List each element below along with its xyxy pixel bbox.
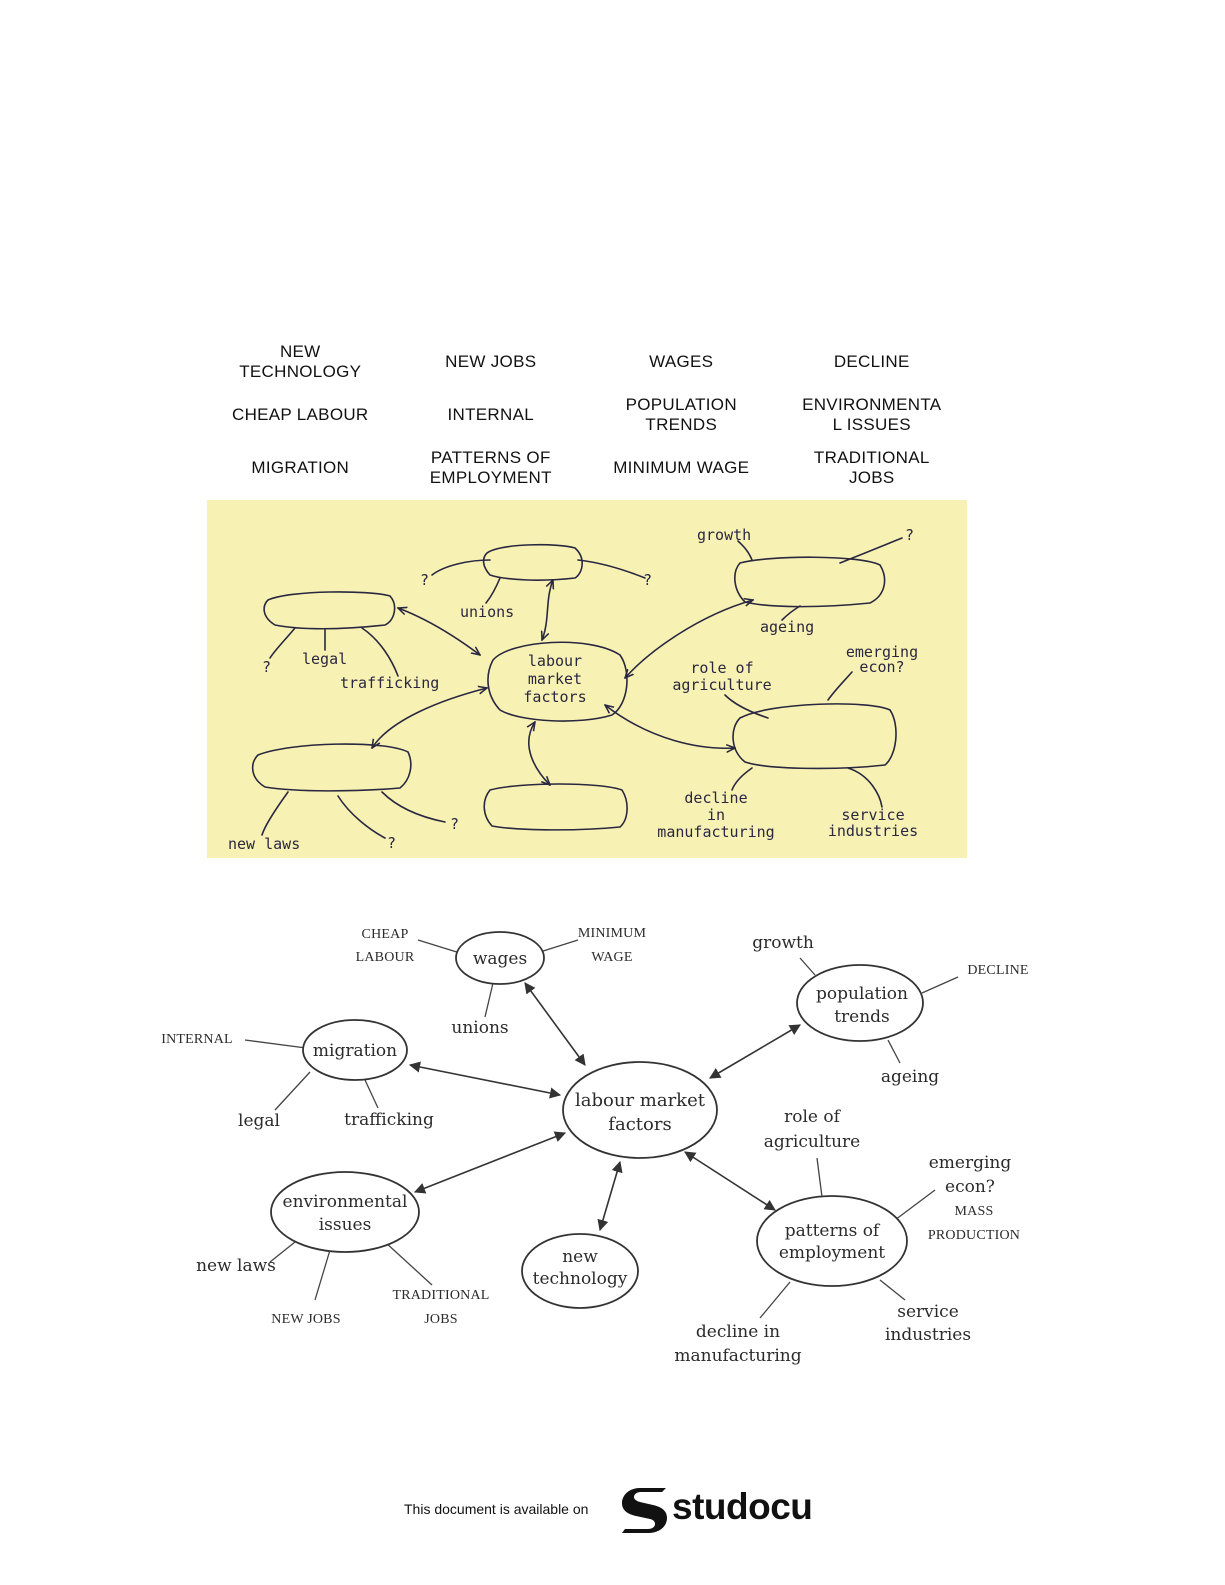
sketch-center-label-2: market <box>528 670 582 688</box>
word-cheap-labour: CHEAP LABOUR <box>232 404 369 424</box>
sketch-question-bottom: ? <box>387 834 396 852</box>
word-population-trends: POPULATION TRENDS <box>625 394 737 434</box>
word-new-technology: NEW TECHNOLOGY <box>239 341 362 381</box>
word-internal: INTERNAL <box>447 404 534 424</box>
word-patterns-of-employment: PATTERNS OF EMPLOYMENT <box>429 447 552 487</box>
leaf-decline-manu-label-2: manufacturing <box>674 1346 801 1366</box>
node-wages <box>455 931 545 985</box>
sketch-right-bottom-bubble <box>732 703 897 770</box>
node-new-technology-label-2: technology <box>533 1269 628 1289</box>
sketch-top-bubble <box>482 543 583 581</box>
word-wages: WAGES <box>649 351 714 371</box>
sketch-background <box>207 500 967 858</box>
word-minimum-wage: MINIMUM WAGE <box>613 457 750 477</box>
sketch-service-label-1: service <box>841 806 904 824</box>
node-wages-label: wages <box>473 949 527 969</box>
leaf-new-jobs-label: NEW JOBS <box>271 1312 340 1327</box>
sketch-bottom-bubble <box>483 783 628 831</box>
studocu-logo-icon <box>622 1488 667 1533</box>
sketch-role-label-1: role of <box>690 659 753 677</box>
leaf-emerging-label-1: emerging <box>929 1153 1012 1173</box>
leaf-minimum-label-2: WAGE <box>591 950 632 965</box>
word-environmental-issues: ENVIRONMENTA L ISSUES <box>802 394 942 434</box>
leaf-trafficking-label: trafficking <box>344 1110 434 1130</box>
node-environmental-label-1: environmental <box>283 1192 408 1212</box>
sketch-left-bubble <box>263 591 396 630</box>
leaf-decline-label: DECLINE <box>967 963 1028 978</box>
sketch-decline-label-3: manufacturing <box>657 823 774 841</box>
node-migration <box>302 1019 408 1081</box>
node-environmental-label-2: issues <box>319 1215 372 1235</box>
sketch-question-top-left: ? <box>420 571 429 589</box>
sketch-legal-label: legal <box>302 650 347 668</box>
node-patterns-of-employment <box>756 1195 908 1287</box>
sketch-trafficking-label: trafficking <box>340 674 439 692</box>
sketch-question-bottom-right: ? <box>450 815 459 833</box>
footer-brand-link[interactable]: studocu <box>672 1486 813 1527</box>
word-traditional-jobs: TRADITIONAL JOBS <box>813 447 930 487</box>
node-population-label-2: trends <box>834 1007 890 1027</box>
footer-availability-text: This document is available on <box>404 1501 589 1517</box>
leaf-cheap-label-1: CHEAP <box>362 927 409 942</box>
sketch-left-bottom-bubble <box>251 743 412 792</box>
leaf-internal-label: INTERNAL <box>161 1032 233 1047</box>
leaf-role-label-1: role of <box>784 1107 841 1127</box>
leaf-cheap-label-2: LABOUR <box>356 950 415 965</box>
word-decline: DECLINE <box>833 351 910 371</box>
node-center-label-1: labour market <box>575 1090 706 1111</box>
node-migration-label: migration <box>313 1041 397 1061</box>
leaf-growth-label: growth <box>752 933 814 953</box>
leaf-legal-label: legal <box>238 1111 280 1131</box>
leaf-role-label-2: agriculture <box>764 1132 860 1152</box>
sketch-right-top-bubble <box>734 556 886 608</box>
node-population-trends <box>796 964 924 1042</box>
node-new-technology-label-1: new <box>562 1247 598 1267</box>
sketch-decline-label-2: in <box>707 806 725 824</box>
node-environmental-issues <box>270 1171 420 1253</box>
leaf-traditional-label-2: JOBS <box>424 1312 457 1327</box>
node-new-technology <box>521 1233 639 1309</box>
leaf-ageing-label: ageing <box>881 1067 939 1087</box>
leaf-decline-manu-label-1: decline in <box>696 1322 780 1342</box>
sketch-question-right: ? <box>905 526 914 544</box>
sketch-service-label-2: industries <box>828 822 918 840</box>
node-labour-market-factors <box>562 1061 718 1159</box>
sketch-unions-label: unions <box>460 603 514 621</box>
word-bank: NEW TECHNOLOGY NEW JOBS WAGES DECLINE CH… <box>205 335 967 495</box>
sketch-role-label-2: agriculture <box>672 676 771 694</box>
sketch-emerging-label-2: econ? <box>859 658 904 676</box>
word-new-jobs: NEW JOBS <box>445 351 537 371</box>
node-patterns-label-2: employment <box>779 1243 885 1263</box>
sketch-ageing-label: ageing <box>760 618 814 636</box>
node-population-label-1: population <box>816 984 908 1004</box>
sketch-center-label-1: labour <box>528 652 582 670</box>
sketch-question-left: ? <box>262 658 271 676</box>
leaf-mass-label-2: PRODUCTION <box>928 1228 1020 1243</box>
printed-mindmap: labour market factors wages migration po… <box>161 926 1028 1366</box>
sketch-decline-label-1: decline <box>684 789 747 807</box>
leaf-mass-label-1: MASS <box>955 1204 994 1219</box>
sketch-center-label-3: factors <box>523 688 586 706</box>
sketch-new-laws-label: new laws <box>228 835 300 853</box>
leaf-minimum-label-1: MINIMUM <box>578 926 647 941</box>
leaf-service-label-2: industries <box>885 1325 971 1345</box>
leaf-new-laws-label: new laws <box>196 1256 276 1276</box>
leaf-traditional-label-1: TRADITIONAL <box>392 1288 489 1303</box>
sketch-growth-label: growth <box>697 526 751 544</box>
word-migration: MIGRATION <box>251 457 350 477</box>
leaf-emerging-label-2: econ? <box>945 1177 995 1197</box>
sketch-emerging-label-1: emerging <box>846 643 918 661</box>
node-patterns-label-1: patterns of <box>785 1221 881 1241</box>
sketch-question-top-right: ? <box>643 571 652 589</box>
leaf-unions-label: unions <box>451 1018 508 1038</box>
node-center-label-2: factors <box>608 1114 671 1135</box>
leaf-service-label-1: service <box>897 1302 959 1322</box>
sketch-mindmap: labour market factors unions ? ? growth … <box>207 500 967 858</box>
